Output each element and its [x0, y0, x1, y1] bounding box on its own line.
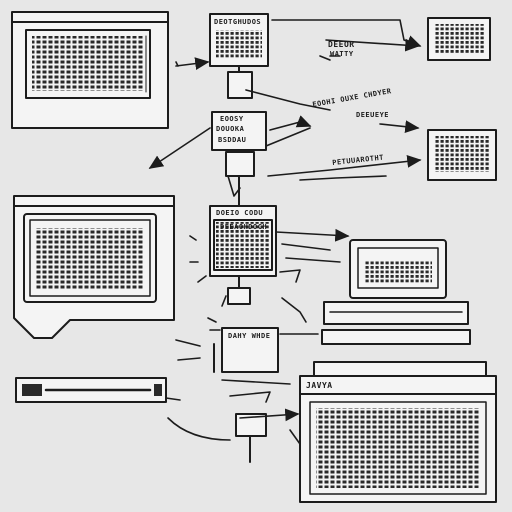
center-box-label-1: EOOSY	[220, 115, 244, 123]
window-bottom-right	[299, 361, 497, 503]
center-box-label-3: BSDDAU	[218, 136, 247, 144]
box-top-right	[427, 17, 491, 61]
center-box-label-2: DOUOKA	[216, 125, 245, 133]
box-mid-right	[427, 129, 497, 181]
box-top-center-label: DEOTGHUDOS	[214, 18, 262, 26]
java-window-title: JAVYA	[306, 381, 333, 390]
center-lower-box-label: DAHY WHDE	[228, 332, 271, 340]
center-screen-title: DOEIO CODU	[216, 209, 264, 217]
connectors	[148, 19, 422, 445]
box-top-center	[209, 13, 269, 99]
laptop-right	[321, 239, 471, 345]
drive-bottom-left	[15, 377, 167, 403]
monitor-left	[13, 195, 175, 339]
deeor-label-2: WATTY	[330, 50, 354, 58]
arrow-text-right: DEEUEYE	[356, 111, 390, 119]
window-top-left	[11, 11, 169, 129]
deeor-label-1: DEEOR	[328, 40, 355, 49]
center-column	[209, 111, 279, 463]
center-screen-subtitle: DEEAOHDOCH	[220, 223, 268, 231]
